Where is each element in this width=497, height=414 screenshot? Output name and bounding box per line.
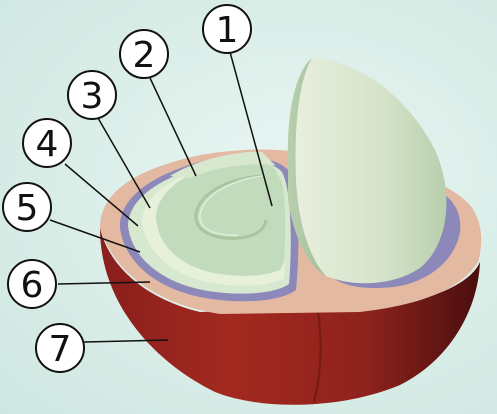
leader-line-7 (83, 339, 169, 343)
seed-top-rim (170, 151, 276, 178)
leader-line-1 (229, 51, 273, 207)
callout-4: 4 (22, 118, 72, 168)
exocarp-seam (313, 311, 322, 403)
exocarp-skin (100, 228, 480, 405)
callout-2-label: 2 (133, 35, 156, 76)
callout-1: 1 (202, 4, 252, 54)
callout-1-label: 1 (216, 10, 239, 51)
leader-line-5 (49, 219, 141, 253)
callout-3-label: 3 (81, 76, 104, 117)
callout-6: 6 (7, 259, 57, 309)
leader-line-3 (97, 117, 151, 209)
seed-groove-highlight (199, 175, 263, 236)
second-bean-side (287, 58, 326, 276)
seed-front (156, 161, 286, 276)
callout-7: 7 (35, 323, 85, 373)
leader-lines (49, 51, 273, 343)
callout-7-label: 7 (49, 329, 72, 370)
leader-line-4 (64, 163, 139, 227)
callout-4-label: 4 (36, 124, 59, 165)
seed-center-groove (194, 174, 268, 240)
callout-6-label: 6 (21, 265, 44, 306)
leader-line-6 (57, 281, 151, 285)
second-bean-front (295, 58, 447, 284)
callout-3: 3 (67, 70, 117, 120)
callout-5: 5 (2, 182, 52, 232)
callout-5-label: 5 (16, 188, 39, 229)
callout-2: 2 (119, 29, 169, 79)
leader-line-2 (149, 77, 197, 177)
